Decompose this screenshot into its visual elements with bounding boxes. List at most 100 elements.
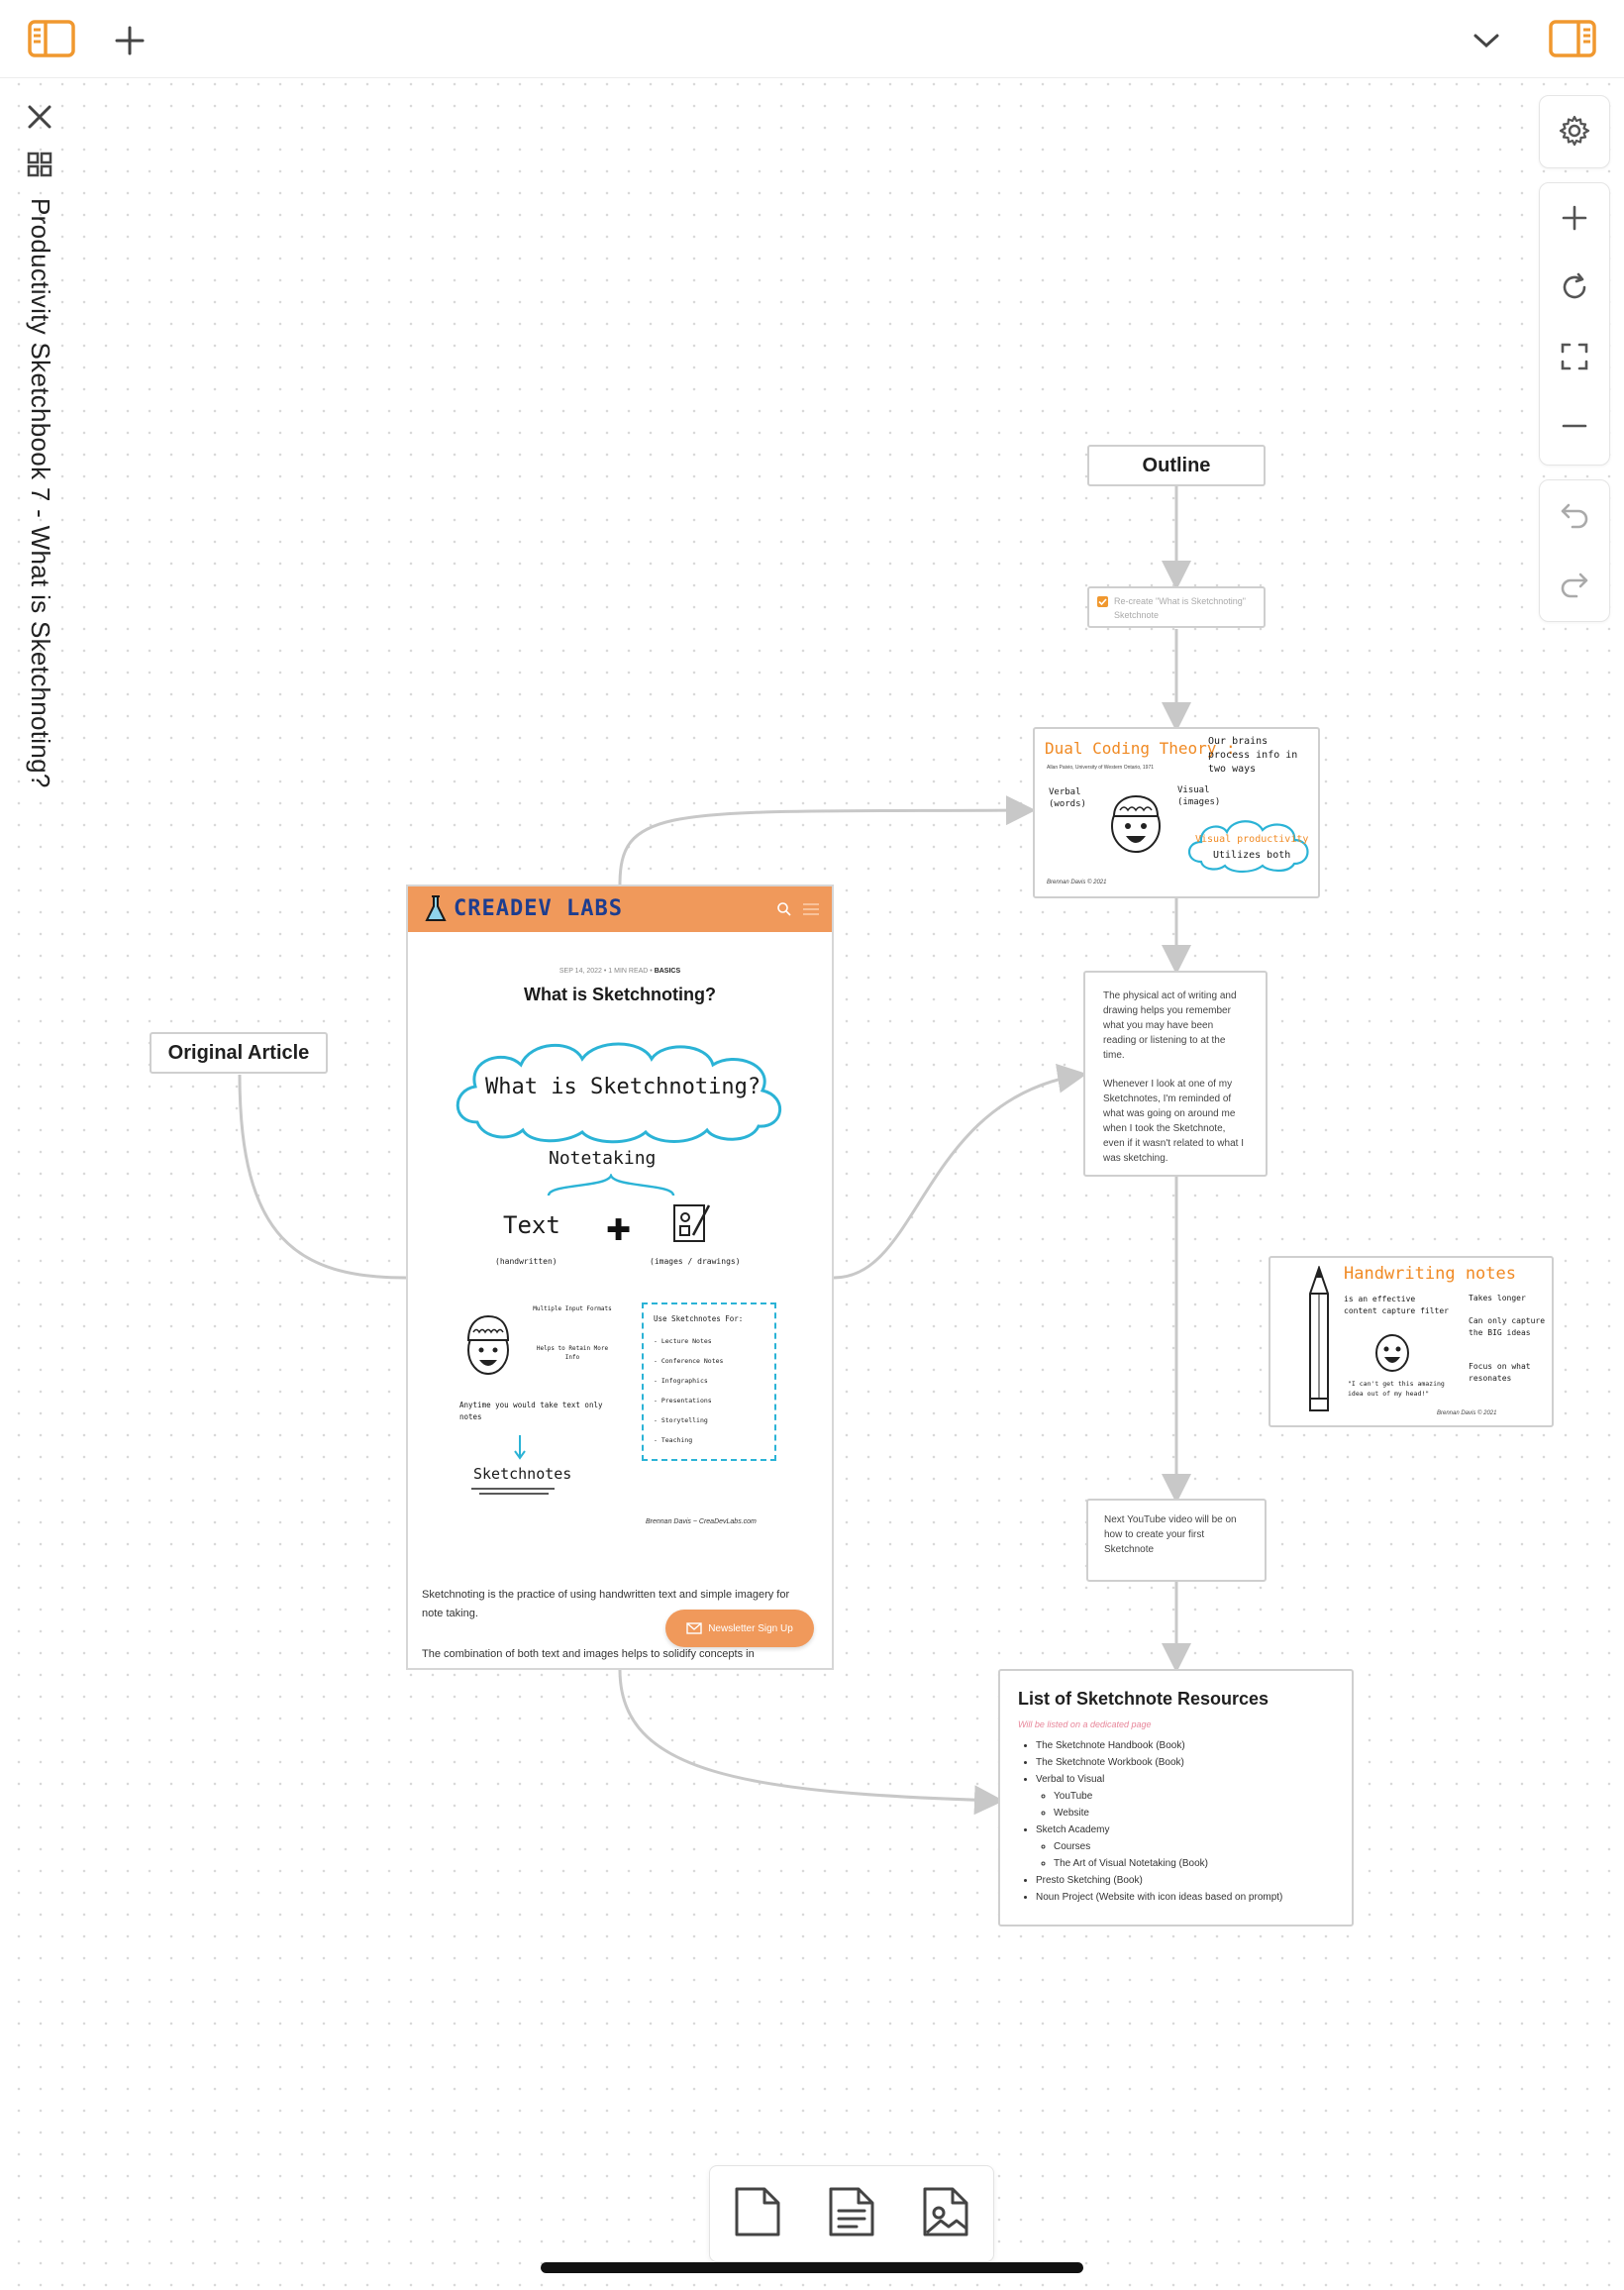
sketch-images-sub: (images / drawings): [650, 1257, 741, 1266]
undo-icon[interactable]: [1540, 480, 1609, 550]
note-paragraph-1: The physical act of writing and drawing …: [1103, 990, 1237, 1061]
home-indicator: [541, 2262, 1083, 2273]
list-item: The Sketchnote Workbook (Book): [1036, 1754, 1334, 1771]
checkbox-checked-icon[interactable]: [1097, 596, 1108, 607]
article-paragraph-2: The combination of both text and images …: [422, 1648, 755, 1660]
edge-article-dualcoding: [618, 795, 1036, 885]
close-icon[interactable]: [22, 99, 57, 135]
list-item: Verbal to Visual YouTube Website: [1036, 1771, 1334, 1822]
list-item: - Conference Notes: [654, 1357, 724, 1365]
outline-node[interactable]: Outline: [1087, 445, 1266, 486]
list-item: Courses: [1054, 1838, 1334, 1855]
note-paragraph-2: Whenever I look at one of my Sketchnotes…: [1103, 1079, 1244, 1164]
top-toolbar: [0, 0, 1624, 78]
arrow-down-icon: [514, 1435, 526, 1460]
quote-label: "I can't get this amazing idea out of my…: [1348, 1380, 1445, 1398]
zoom-out-icon[interactable]: [1540, 391, 1609, 461]
verbal-label: Verbal (words): [1049, 787, 1086, 809]
mail-icon: [686, 1622, 702, 1634]
handwriting-card[interactable]: Handwriting notes is an effective conten…: [1269, 1256, 1554, 1427]
dual-coding-signature: Brennan Davis © 2021: [1047, 880, 1107, 885]
handwriting-title: Handwriting notes: [1344, 1264, 1516, 1284]
chevron-down-icon[interactable]: [1466, 20, 1507, 61]
settings-group: [1539, 95, 1610, 168]
sketch-helps: Helps to Retain More Info: [536, 1345, 609, 1361]
grid-icon[interactable]: [22, 147, 57, 182]
pencil-icon: [1309, 1266, 1329, 1411]
refresh-icon[interactable]: [1540, 253, 1609, 322]
newsletter-button[interactable]: Newsletter Sign Up: [665, 1610, 814, 1647]
plus-icon[interactable]: [109, 20, 151, 61]
note-physical-act[interactable]: The physical act of writing and drawing …: [1083, 971, 1268, 1177]
redo-icon[interactable]: [1540, 550, 1609, 619]
drawing-icon: [673, 1204, 711, 1242]
resources-list: The Sketchnote Handbook (Book) The Sketc…: [1018, 1737, 1334, 1906]
gear-icon[interactable]: [1540, 96, 1609, 165]
plus-sign-icon: ✚: [606, 1214, 632, 1247]
flask-logo-icon: [425, 895, 447, 921]
focus-label: Focus on what resonates: [1469, 1362, 1531, 1383]
head-face-icon: [466, 1314, 510, 1375]
newsletter-label: Newsletter Sign Up: [708, 1622, 793, 1634]
menu-icon[interactable]: [802, 902, 820, 916]
bottom-dock: [709, 2165, 994, 2262]
list-item: - Lecture Notes: [654, 1337, 712, 1345]
list-item: - Storytelling: [654, 1416, 708, 1424]
article-title: What is Sketchnoting?: [523, 985, 716, 1004]
resources-title: List of Sketchnote Resources: [1018, 1689, 1269, 1709]
list-item: Sketch Academy Courses The Art of Visual…: [1036, 1822, 1334, 1872]
edge-original-article: [238, 1074, 407, 1280]
sketch-sketchnotes: Sketchnotes: [473, 1465, 572, 1483]
article-meta: SEP 14, 2022 • 1 MIN READ • BASICS: [558, 968, 681, 975]
task-node[interactable]: Re-create "What is Sketchnoting" Sketchn…: [1087, 586, 1266, 628]
list-item: The Sketchnote Handbook (Book): [1036, 1737, 1334, 1754]
list-item: - Infographics: [654, 1377, 708, 1385]
blank-page-icon[interactable]: [731, 2183, 784, 2245]
sketch-anytime: Anytime you would take text only notes: [459, 1401, 603, 1421]
zoom-in-icon[interactable]: [1540, 183, 1609, 253]
task-text: Re-create "What is Sketchnoting" Sketchn…: [1114, 596, 1246, 620]
image-page-icon[interactable]: [919, 2183, 972, 2245]
use-for-box: Use Sketchnotes For: - Lecture Notes - C…: [642, 1302, 776, 1461]
capture-label: Can only capture the BIG ideas: [1469, 1316, 1546, 1337]
text-page-icon[interactable]: [825, 2183, 878, 2245]
sidebar-right-icon[interactable]: [1543, 16, 1602, 61]
sketch-use-for: Use Sketchnotes For:: [654, 1314, 744, 1323]
history-group: [1539, 479, 1610, 622]
next-video-text: Next YouTube video will be on how to cre…: [1104, 1514, 1237, 1555]
handwriting-signature: Brennan Davis © 2021: [1437, 1410, 1497, 1416]
dual-coding-card[interactable]: Dual Coding Theory : Our brains process …: [1033, 727, 1320, 898]
article-header: CREADEV LABS: [408, 886, 832, 932]
sketch-signature: Brennan Davis ~ CreaDevLabs.com: [646, 1518, 757, 1525]
visual-label: Visual (images): [1177, 785, 1221, 807]
dual-coding-title: Dual Coding Theory :: [1045, 739, 1236, 758]
takes-longer-label: Takes longer: [1469, 1294, 1526, 1302]
sidebar-left-icon[interactable]: [22, 16, 81, 61]
list-item: Website: [1054, 1805, 1334, 1822]
fit-screen-icon[interactable]: [1540, 322, 1609, 391]
article-tag[interactable]: BASICS: [654, 968, 681, 975]
article-paragraph-1: Sketchnoting is the practice of using ha…: [422, 1589, 790, 1619]
handwriting-line1: is an effective content capture filter: [1344, 1295, 1449, 1315]
zoom-group: [1539, 182, 1610, 466]
dual-coding-citation: Allan Paivio, University of Western Onta…: [1047, 765, 1155, 771]
search-icon[interactable]: [776, 901, 792, 917]
use-list: - Lecture Notes - Conference Notes - Inf…: [654, 1331, 764, 1450]
canvas-title: Productivity Sketchbook 7 - What is Sket…: [26, 198, 55, 788]
next-video-note[interactable]: Next YouTube video will be on how to cre…: [1086, 1499, 1267, 1582]
list-item: Noun Project (Website with icon ideas ba…: [1036, 1889, 1334, 1906]
sketch-text: Text: [503, 1211, 560, 1239]
edge-article-resources: [618, 1669, 1004, 1816]
brace-shape: [547, 1174, 675, 1197]
cloud-shape: [1187, 820, 1309, 874]
sketchnote-image: What is Sketchnoting? Notetaking Text ✚ …: [408, 1025, 832, 1540]
resources-card[interactable]: List of Sketchnote Resources Will be lis…: [998, 1669, 1354, 1926]
original-article-label: Original Article: [167, 1041, 310, 1064]
list-item: - Presentations: [654, 1397, 712, 1405]
article-webpage-node[interactable]: CREADEV LABS SEP 14, 2022 • 1 MIN READ •…: [406, 885, 834, 1670]
sketch-text-sub: (handwritten): [495, 1257, 558, 1266]
sketch-cloud-title: What is Sketchnoting?: [485, 1075, 761, 1099]
brand-logo[interactable]: CREADEV LABS: [454, 896, 623, 921]
original-article-node[interactable]: Original Article: [150, 1032, 328, 1074]
